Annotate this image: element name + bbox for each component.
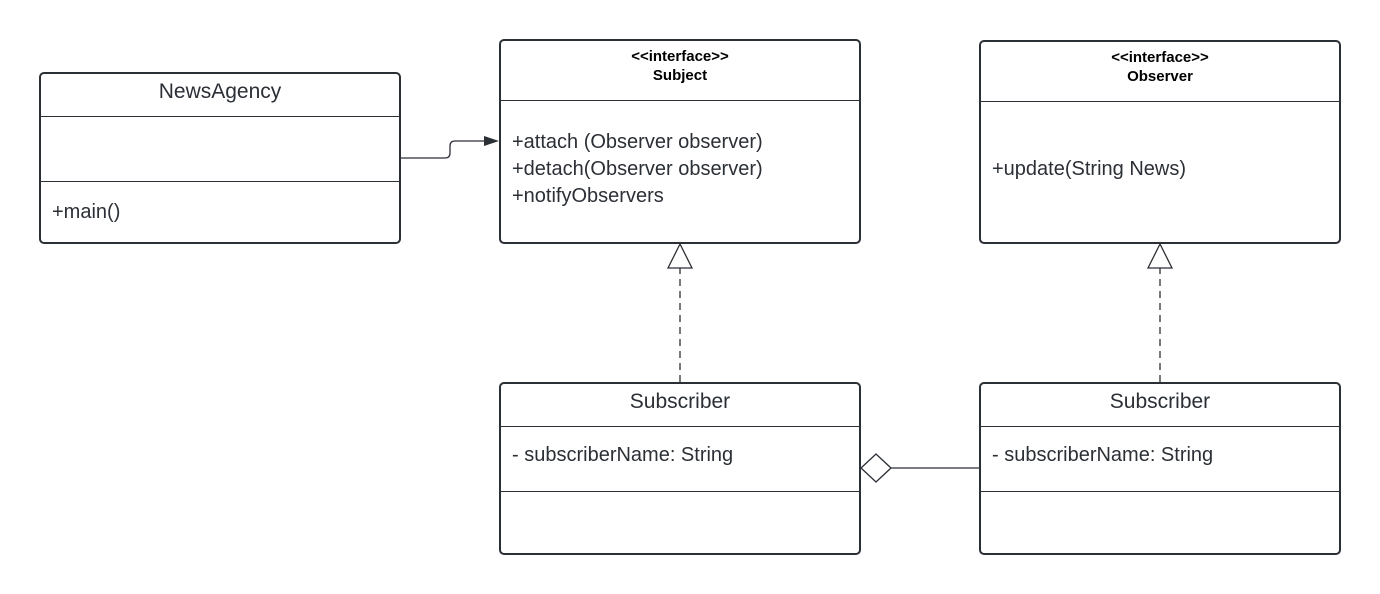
interface-name: Subject: [652, 67, 708, 84]
attributes-section: - subscriberName: String: [981, 427, 1339, 491]
interface-name: Observer: [1127, 68, 1193, 85]
hollow-triangle-icon: [1146, 242, 1174, 269]
attribute: - subscriberName: String: [992, 444, 1214, 466]
stereotype-label: <<interface>>: [1111, 49, 1209, 66]
interface-subject[interactable]: <<interface>> Subject +attach (Observer …: [499, 39, 861, 244]
method: +detach(Observer observer): [512, 158, 763, 180]
arrowhead-icon: [484, 136, 499, 146]
attribute: - subscriberName: String: [512, 444, 734, 466]
method: +notifyObservers: [512, 185, 664, 207]
interface-header: <<interface>> Subject: [501, 41, 859, 101]
method: +attach (Observer observer): [512, 131, 763, 153]
methods-section: +attach (Observer observer) +detach(Obse…: [501, 129, 859, 210]
aggregation-subscribers: [860, 453, 979, 483]
attributes-section: - subscriberName: String: [501, 427, 859, 491]
attributes-section: [41, 117, 399, 181]
class-header: Subscriber: [981, 384, 1339, 427]
class-name: Subscriber: [629, 390, 731, 413]
realization-subscriber-subject: [666, 242, 694, 382]
class-header: NewsAgency: [41, 74, 399, 117]
methods-section: +main(): [41, 181, 399, 242]
class-news-agency[interactable]: NewsAgency +main(): [39, 72, 401, 244]
method: +main(): [52, 201, 121, 223]
interface-observer[interactable]: <<interface>> Observer +update(String Ne…: [979, 40, 1341, 244]
interface-header: <<interface>> Observer: [981, 42, 1339, 102]
methods-section: [981, 491, 1339, 553]
class-name: Subscriber: [1109, 390, 1211, 413]
method: +update(String News): [992, 158, 1186, 180]
hollow-diamond-icon: [860, 453, 892, 483]
class-subscriber-right[interactable]: Subscriber - subscriberName: String: [979, 382, 1341, 555]
methods-section: [501, 491, 859, 553]
hollow-triangle-icon: [666, 242, 694, 269]
realization-subscriber-observer: [1146, 242, 1174, 382]
stereotype-label: <<interface>>: [631, 48, 729, 65]
class-name: NewsAgency: [158, 80, 282, 103]
association-newsagency-subject: [400, 136, 499, 159]
class-header: Subscriber: [501, 384, 859, 427]
methods-section: +update(String News): [981, 156, 1339, 183]
class-subscriber-left[interactable]: Subscriber - subscriberName: String: [499, 382, 861, 555]
